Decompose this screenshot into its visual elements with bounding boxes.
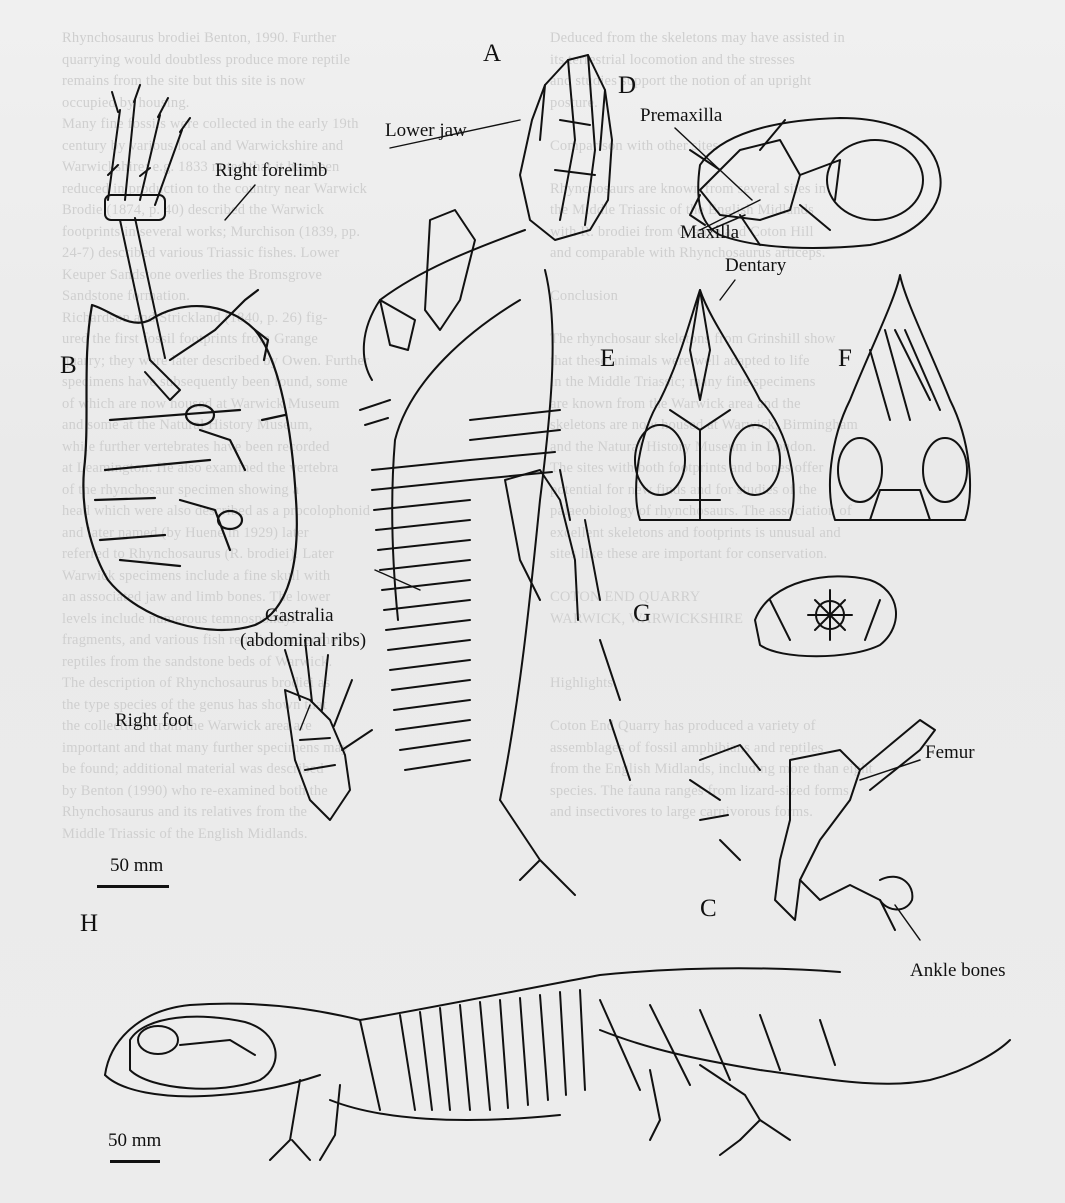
label-premaxilla: Premaxilla [640,105,722,127]
label-right-forelimb: Right forelimb [215,160,327,182]
label-scale-lower: 50 mm [108,1130,161,1152]
label-dentary: Dentary [725,255,786,277]
scale-bar-upper [97,885,169,888]
skull-e-drawing [635,290,794,520]
label-ankle-bones: Ankle bones [910,960,1006,982]
panel-label-b: B [60,352,77,380]
right-foot-drawing [285,640,372,820]
label-lower-jaw: Lower jaw [385,120,467,142]
panel-label-c: C [700,895,717,923]
panel-label-a: A [483,40,501,68]
label-right-foot: Right foot [115,710,193,732]
panel-label-d: D [618,72,636,100]
scale-bar-lower [110,1160,160,1163]
panel-label-h: H [80,910,98,938]
label-maxilla: Maxilla [680,222,739,244]
label-femur: Femur [925,742,975,764]
skull-g-drawing [755,576,896,656]
specimen-a-drawing [360,55,630,895]
label-gastralia: Gastralia [265,605,334,627]
panel-label-e: E [600,345,615,373]
label-scale-upper: 50 mm [110,855,163,877]
specimen-c-drawing [690,720,935,940]
panel-label-f: F [838,345,852,373]
label-abdominal-ribs: (abdominal ribs) [240,630,366,652]
specimen-b-drawing [83,290,296,630]
right-forelimb-drawing [105,85,190,400]
skeleton-h-drawing [105,968,1010,1160]
skull-f-drawing [830,275,970,520]
panel-label-g: G [633,600,651,628]
